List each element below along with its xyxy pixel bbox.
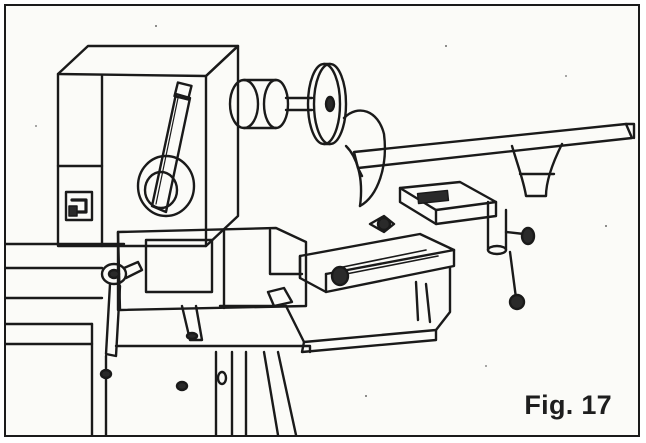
- motor-housing: [56, 44, 240, 248]
- figure-caption: Fig. 17: [524, 390, 612, 420]
- grinding-spindle: [228, 62, 386, 208]
- base-clamp-lever: [100, 260, 144, 358]
- machine-bed: [6, 242, 126, 346]
- machine-illustration: [6, 25, 636, 435]
- adjustment-lever: [136, 81, 196, 218]
- tool-rest-arm: [352, 122, 636, 198]
- grinding-table: [116, 214, 456, 354]
- figure-frame: Fig. 17: [4, 4, 640, 437]
- machine-stand: [90, 322, 312, 435]
- scan-speckles: [35, 25, 607, 397]
- clamp-bracket: [398, 180, 536, 311]
